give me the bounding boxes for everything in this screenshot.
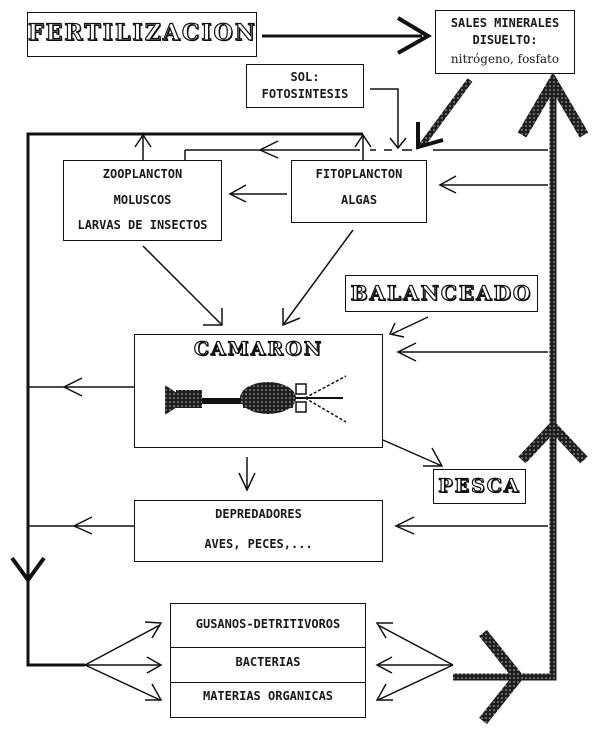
balanceado-box: BALANCEADO [345, 275, 538, 312]
balanceado-label: BALANCEADO [350, 280, 533, 305]
descomponedores-row-1: GUSANOS-DETRITIVOROS [195, 617, 341, 631]
arrow-zooplancton-up [134, 133, 152, 160]
top-horizontal-line [184, 140, 548, 160]
arrow-depredadores-to-left [28, 516, 134, 535]
arrow-balanceado-to-camaron [388, 316, 429, 338]
zooplancton-line-3: LARVAS DE INSECTOS [77, 218, 208, 232]
zooplancton-line-1: ZOOPLANCTON [102, 167, 183, 181]
fitoplancton-line-2: ALGAS [340, 193, 378, 207]
descomponedores-row-3: MATERIAS ORGANICAS [202, 689, 334, 703]
sol-line-1: SOL: [290, 70, 320, 84]
sol-box: SOL: FOTOSINTESIS [246, 64, 364, 108]
depredadores-line-1: DEPREDADORES [215, 507, 302, 521]
depredadores-line-2: AVES, PECES,... [204, 537, 313, 551]
sales-line-1: SALES MINERALES [450, 16, 560, 30]
row-divider [171, 682, 365, 683]
row-divider [171, 647, 365, 648]
camaron-label: CAMARON [193, 337, 324, 360]
arrow-fitoplancton-up [354, 133, 372, 160]
descomponedores-row-2: BACTERIAS [235, 655, 301, 669]
arrow-camaron-to-left [28, 377, 134, 397]
arrow-fertilizacion-to-sales [262, 16, 432, 55]
fitoplancton-box: FITOPLANCTON ALGAS [291, 160, 427, 223]
fertilizacion-label: FERTILIZACION [27, 19, 257, 46]
arrows-right-to-descomponedores [375, 622, 454, 701]
sales-line-3: nitrógeno, fosfato [450, 52, 560, 66]
arrow-fitoplancton-to-camaron [282, 229, 354, 327]
fertilizacion-box: FERTILIZACION [27, 12, 257, 57]
camaron-box: CAMARON [134, 334, 383, 448]
thick-nutrient-return-path [453, 72, 589, 725]
zooplancton-line-2: MOLUSCOS [113, 193, 172, 207]
zooplancton-box: ZOOPLANCTON MOLUSCOS LARVAS DE INSECTOS [63, 160, 222, 241]
arrow-camaron-to-pesca [382, 439, 444, 467]
pesca-box: PESCA [433, 469, 526, 504]
arrow-sales-to-fitoplancton [416, 78, 473, 150]
sol-line-2: FOTOSINTESIS [261, 87, 349, 101]
arrow-sol-to-fitoplancton [370, 88, 407, 150]
arrow-right-to-depredadores [394, 516, 548, 535]
arrow-right-to-fitoplancton [438, 175, 548, 194]
arrow-camaron-to-depredadores [238, 457, 256, 492]
arrow-zooplancton-to-camaron [142, 245, 223, 326]
sales-line-2: DISUELTO: [472, 33, 538, 47]
pesca-label: PESCA [438, 474, 521, 497]
fitoplancton-line-1: FITOPLANCTON [315, 167, 403, 181]
depredadores-box: DEPREDADORES AVES, PECES,... [134, 500, 383, 562]
descomponedores-box: GUSANOS-DETRITIVOROS BACTERIAS MATERIAS … [170, 603, 366, 718]
sales-minerales-box: SALES MINERALES DISUELTO: nitrógeno, fos… [435, 10, 575, 74]
shrimp-illustration [165, 375, 347, 423]
arrow-right-to-camaron [396, 342, 548, 362]
arrow-fitoplancton-to-zooplancton [228, 184, 287, 203]
arrows-left-to-descomponedores [28, 621, 163, 701]
